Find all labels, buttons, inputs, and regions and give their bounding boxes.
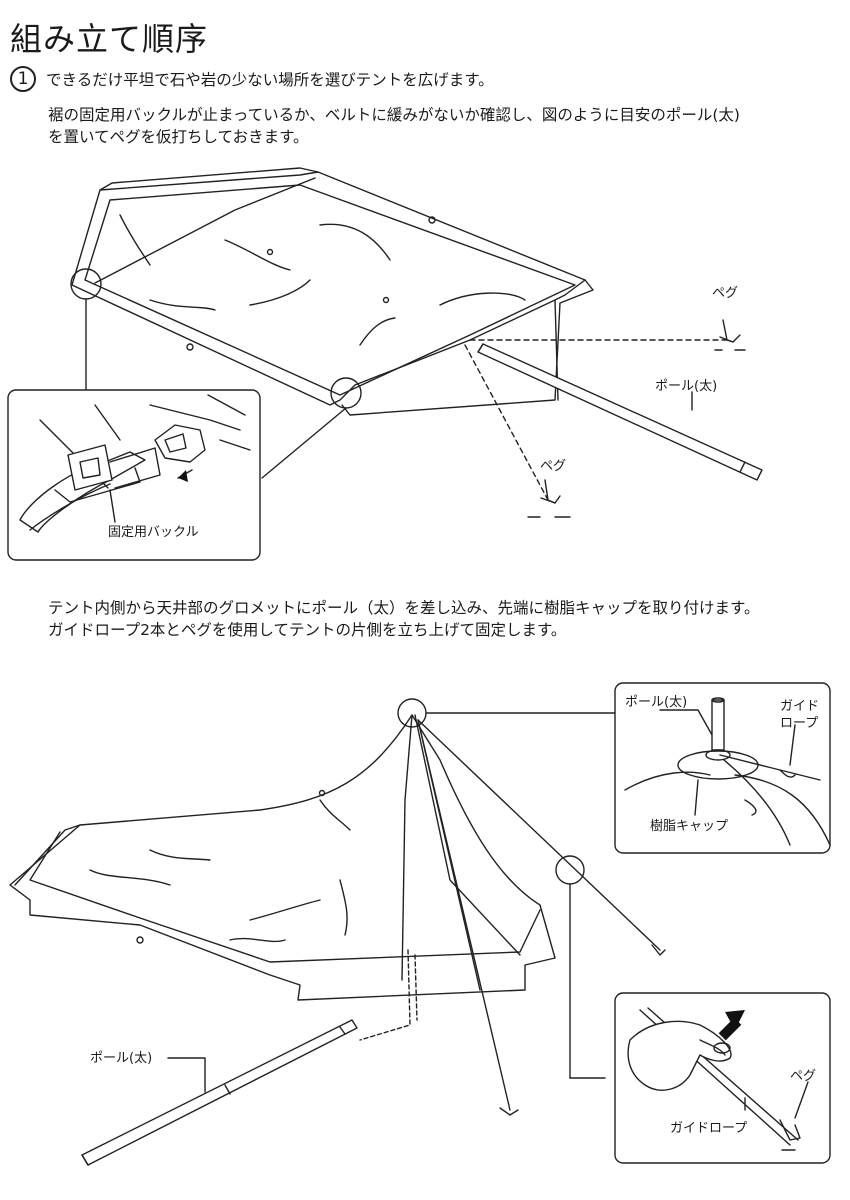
- flat-tent-illustration: [70, 167, 763, 518]
- step-1-line-2: を置いてペグを仮打ちしておきます。: [48, 128, 309, 146]
- buckle-detail-inset: [7, 389, 261, 561]
- guide-rope-label-inset: ガイドロープ: [670, 1121, 747, 1136]
- peg-label-2: ペグ: [540, 459, 566, 474]
- rope-detail-inset: [614, 992, 831, 1164]
- page-title: 組み立て順序: [10, 20, 209, 58]
- step-1-heading: できるだけ平坦で石や岩の少ない場所を選びテントを広げます。: [46, 71, 494, 89]
- pole-label-fig1: ポール(太): [655, 379, 717, 394]
- buckle-arrow-icon: [178, 470, 188, 482]
- pitched-tent-illustration: [9, 698, 666, 1166]
- step-number-badge: 1: [10, 66, 36, 92]
- step-1-instructions: 裾の固定用バックルが止まっているか、ベルトに緩みがないか確認し、図のように目安の…: [48, 104, 848, 148]
- step-1-line-1: 裾の固定用バックルが止まっているか、ベルトに緩みがないか確認し、図のように目安の…: [48, 106, 740, 124]
- guide-rope-label-line2: ロープ: [780, 716, 818, 731]
- peg-label-1: ペグ: [712, 286, 738, 301]
- guide-rope-label-line1: ガイド: [780, 699, 819, 714]
- pull-arrow-shaft: [718, 1017, 742, 1041]
- step-2-instructions: テント内側から天井部のグロメットにポール（太）を差し込み、先端に樹脂キャップを取…: [48, 597, 848, 641]
- buckle-label: 固定用バックル: [108, 525, 199, 540]
- detail-pole-label: ポール(太): [625, 695, 687, 710]
- step-2-line-2: ガイドロープ2本とペグを使用してテントの片側を立ち上げて固定します。: [48, 621, 567, 639]
- peg-label-inset: ペグ: [790, 1069, 816, 1084]
- step-1-header: 1 できるだけ平坦で石や岩の少ない場所を選びテントを広げます。: [10, 66, 494, 92]
- cap-detail-inset: [614, 682, 831, 854]
- pole-label-fig2: ポール(太): [90, 1051, 152, 1066]
- step-2-line-1: テント内側から天井部のグロメットにポール（太）を差し込み、先端に樹脂キャップを取…: [48, 599, 760, 617]
- resin-cap-label: 樹脂キャップ: [650, 819, 728, 834]
